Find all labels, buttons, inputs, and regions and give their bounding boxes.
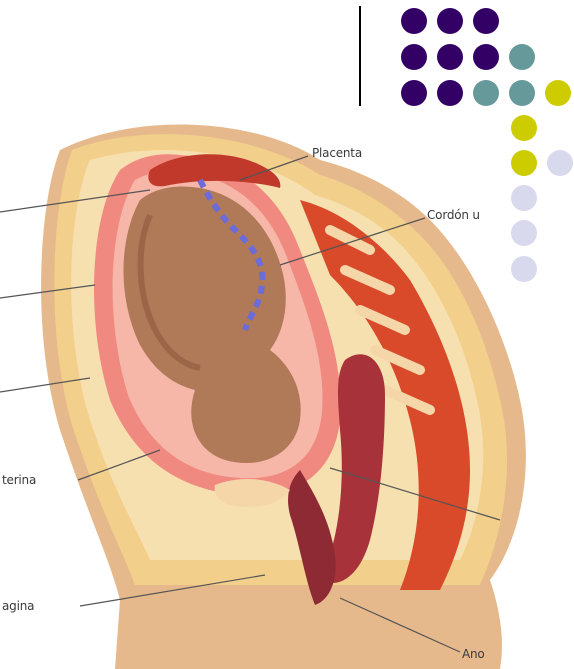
umbilical-cord-label: Cordón u <box>427 208 480 222</box>
vagina-label: agina <box>2 599 34 613</box>
anus-label: Ano <box>462 647 485 661</box>
uterine-label: terina <box>2 473 36 487</box>
placenta-label: Placenta <box>312 146 362 160</box>
